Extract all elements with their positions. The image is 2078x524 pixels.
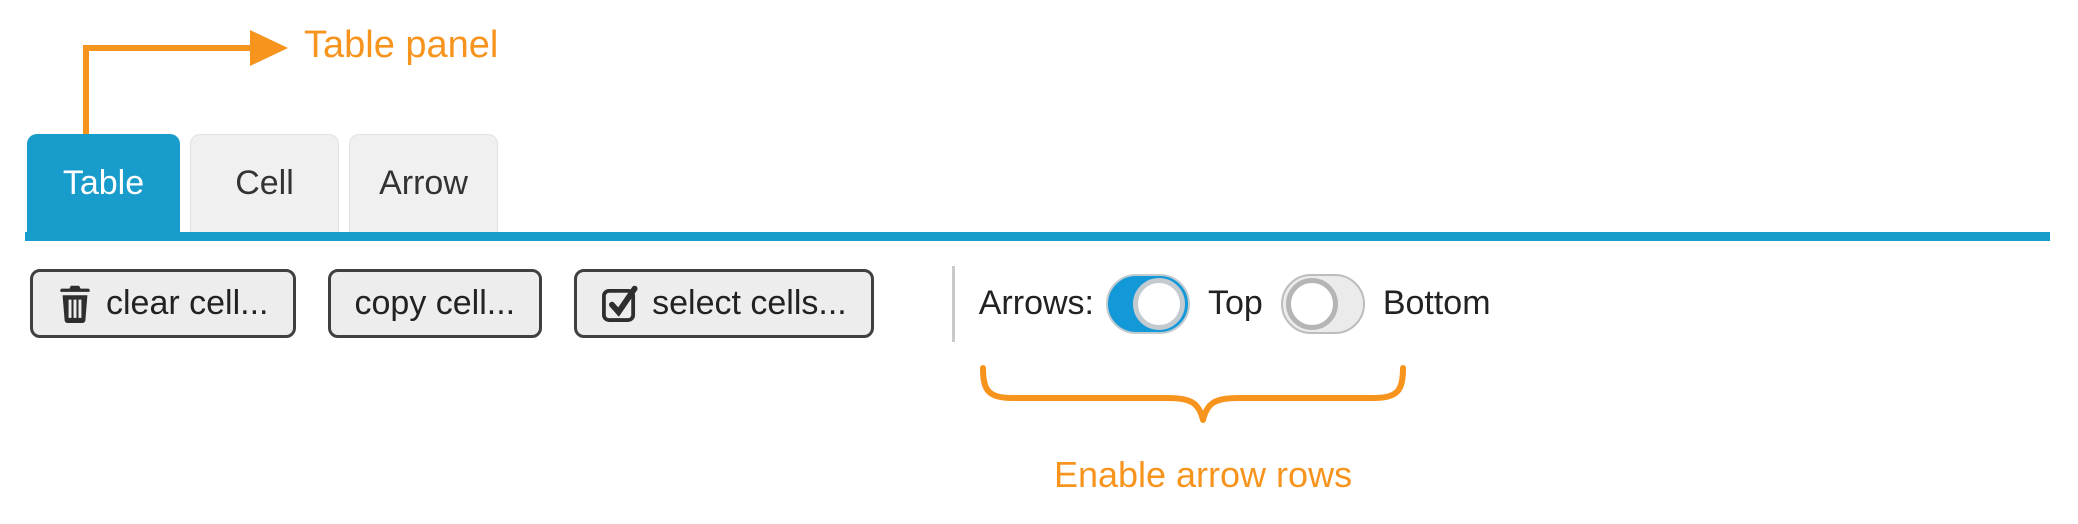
copy-cells-button[interactable]: copy cell... [327,269,543,338]
table-toolbar: clear cell... copy cell... select cells.… [30,265,1509,342]
tab-arrow[interactable]: Arrow [349,134,498,232]
table-panel-arrow-line [83,45,252,137]
trash-icon [57,285,93,323]
tab-strip: Table Cell Arrow [27,134,508,232]
table-panel-arrowhead [250,30,288,66]
arrows-bottom-label: Bottom [1382,284,1491,322]
tab-underline [25,232,2050,241]
clear-cells-label: clear cell... [106,284,269,322]
select-cells-button[interactable]: select cells... [574,269,874,338]
toggle-knob [1285,277,1338,330]
arrows-bottom-toggle[interactable] [1280,273,1365,334]
arrows-top-label: Top [1207,284,1263,322]
select-cells-label: select cells... [652,284,847,322]
arrows-top-toggle[interactable] [1105,273,1190,334]
checkbox-icon [601,285,639,323]
clear-cells-button[interactable]: clear cell... [30,269,296,338]
table-panel-annotation: Table panel [304,24,499,66]
toolbar-divider [951,265,955,342]
tab-table[interactable]: Table [27,134,180,232]
copy-cells-label: copy cell... [354,284,516,322]
arrows-label: Arrows: [978,284,1094,322]
toggle-knob [1132,277,1185,330]
tab-cell[interactable]: Cell [190,134,339,232]
enable-arrows-brace [980,365,1406,423]
enable-arrows-annotation: Enable arrow rows [1053,454,1353,495]
